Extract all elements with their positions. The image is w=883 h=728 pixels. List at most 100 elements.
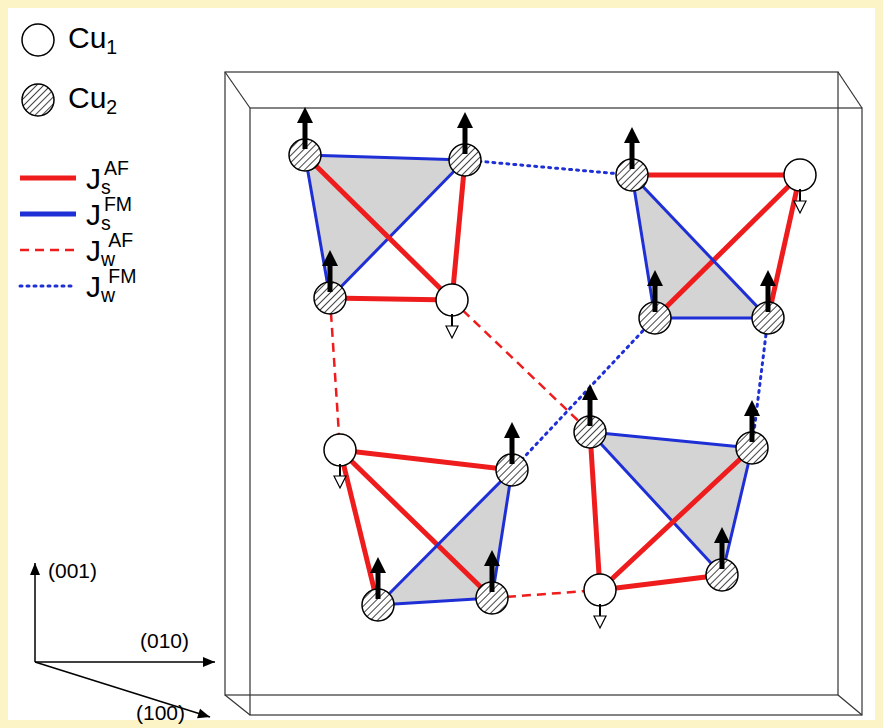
axis-label: (001): [48, 560, 97, 581]
exchange-bond: [590, 432, 722, 575]
legend-item: Cu2: [20, 80, 117, 120]
legend-item: JsFM: [18, 194, 132, 234]
legend-item: JwFM: [18, 266, 136, 306]
exchange-bond: [465, 160, 632, 175]
exchange-bond: [600, 448, 752, 590]
cu1-atom: [784, 159, 816, 191]
spin-up-arrow: [297, 107, 313, 123]
spin-down-arrow: [794, 201, 806, 213]
exchange-bond: [655, 317, 768, 320]
spin-shaft: [510, 436, 515, 464]
legend-sample: [18, 158, 80, 198]
spin-up-arrow: [744, 400, 760, 416]
spin-shaft: [328, 264, 333, 292]
bond-sample: [20, 249, 76, 252]
exchange-bond: [340, 450, 512, 470]
exchange-bond: [340, 450, 378, 605]
exchange-bond: [768, 175, 800, 318]
legend-sample: [20, 20, 62, 60]
cu1-atom: [436, 284, 468, 316]
axis-label: (100): [136, 702, 185, 723]
shaded-face: [378, 470, 512, 605]
axes: [30, 563, 215, 718]
exchange-bond: [340, 450, 492, 598]
cu1-atom: [324, 434, 356, 466]
spin-up-arrow: [370, 557, 386, 573]
legend-sample: [20, 80, 62, 120]
exchange-bonds: [305, 155, 800, 605]
exchange-bond: [492, 470, 512, 598]
legend-text: JwAF: [86, 231, 133, 270]
spins: [297, 107, 806, 628]
legend-item: JsAF: [18, 158, 129, 198]
exchange-bond: [452, 160, 465, 300]
legend-sample: [18, 266, 80, 306]
legend-sample: [18, 194, 80, 234]
spin-down-arrow: [446, 326, 458, 338]
exchange-bond: [655, 175, 800, 318]
exchange-bond: [330, 160, 465, 298]
spin-shaft: [376, 571, 381, 599]
axis-line: [35, 661, 215, 663]
exchange-bond: [378, 598, 492, 605]
spin-up-arrow: [714, 527, 730, 543]
spin-shaft: [750, 414, 755, 442]
spin-shaft: [766, 284, 771, 312]
spin-shaft: [339, 464, 341, 477]
exchange-bond: [378, 470, 512, 605]
unit-cell: [225, 72, 862, 715]
spin-up-arrow: [647, 270, 663, 286]
spin-up-arrow: [624, 127, 640, 143]
spin-shaft: [630, 141, 635, 169]
spin-shaft: [303, 121, 308, 149]
spin-shaft: [720, 541, 725, 569]
axis-label: (010): [140, 630, 189, 651]
spin-shaft: [490, 564, 495, 592]
spin-up-arrow: [457, 112, 473, 128]
spin-down-arrow: [334, 476, 346, 488]
shaded-face: [590, 432, 752, 575]
exchange-bond: [632, 173, 800, 178]
spin-shaft: [799, 189, 801, 202]
atoms: [289, 139, 816, 621]
axis-line: [34, 563, 36, 662]
spin-shaft: [599, 604, 601, 617]
exchange-bond: [452, 300, 590, 432]
spin-shaft: [588, 398, 593, 426]
spin-up-arrow: [322, 250, 338, 266]
legend-item: Cu1: [20, 20, 117, 60]
spin-shaft: [653, 284, 658, 312]
spin-up-arrow: [484, 550, 500, 566]
exchange-bond: [590, 432, 752, 448]
bond-sample: [20, 212, 76, 217]
spin-up-arrow: [504, 422, 520, 438]
cu1-atom: [584, 574, 616, 606]
spin-shaft: [451, 314, 453, 327]
atom-sample: [22, 24, 54, 56]
spin-down-arrow: [594, 616, 606, 628]
legend-text: JsAF: [86, 159, 129, 198]
legend-text: JwFM: [86, 267, 136, 306]
bond-sample: [20, 176, 76, 181]
legend-text: JsFM: [86, 195, 132, 234]
exchange-bond: [512, 318, 655, 470]
spin-shaft: [463, 126, 468, 154]
legend-text: Cu2: [68, 83, 117, 117]
tetrahedron-faces: [305, 155, 768, 605]
axis-arrowhead: [197, 709, 210, 719]
exchange-bond: [722, 448, 752, 575]
legend-sample: [18, 230, 80, 270]
exchange-bond: [632, 175, 768, 318]
legend-text: Cu1: [68, 23, 117, 57]
exchange-bond: [600, 575, 722, 590]
axis-arrowhead: [203, 657, 215, 667]
exchange-bond: [752, 318, 768, 448]
background-panel: [8, 8, 875, 720]
spin-up-arrow: [760, 270, 776, 286]
bond-sample: [20, 285, 76, 288]
exchange-bond: [330, 298, 452, 300]
axis-arrowhead: [30, 563, 40, 575]
spin-up-arrow: [582, 384, 598, 400]
atom-sample: [22, 84, 54, 116]
